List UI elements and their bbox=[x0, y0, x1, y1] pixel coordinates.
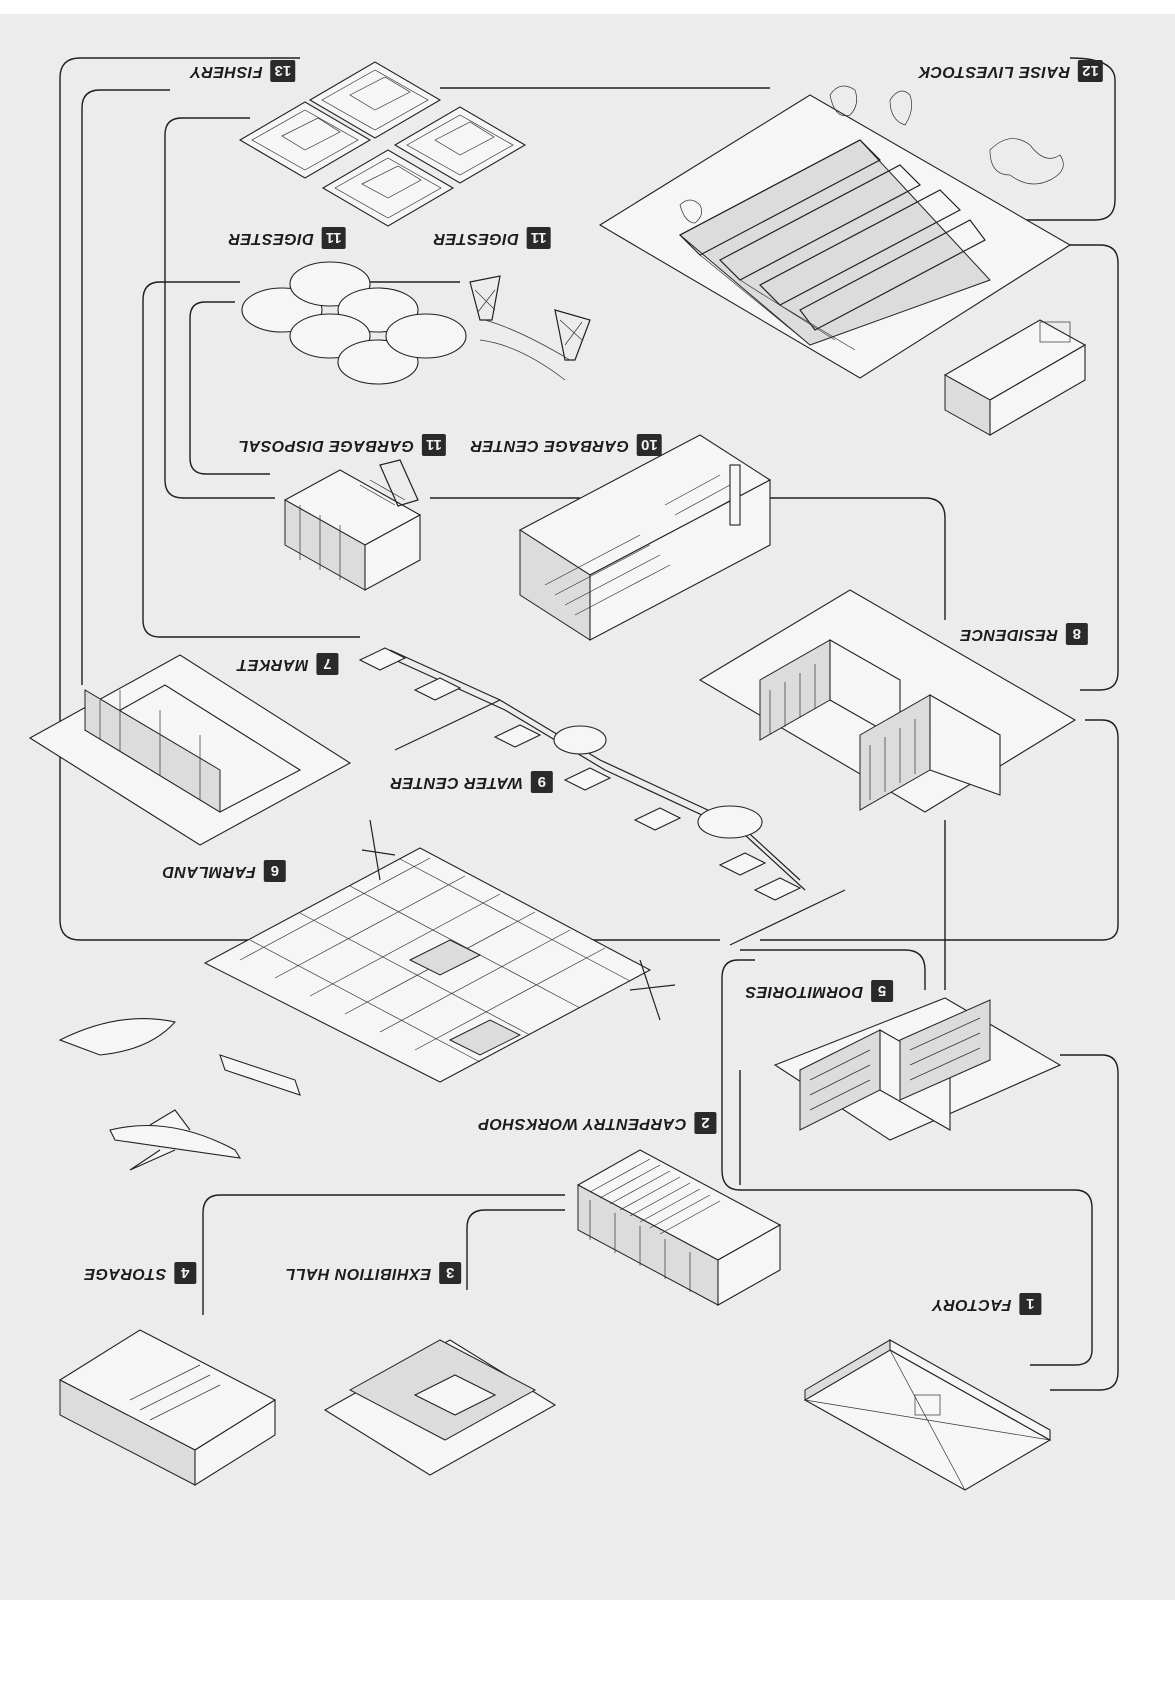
connector-workshop-storage bbox=[203, 1195, 565, 1315]
label-garbage-disposal-text: GARBAGE DISPOSAL bbox=[238, 436, 414, 454]
label-farmland-number: 6 bbox=[264, 860, 286, 882]
label-residence-text: RESIDENCE bbox=[960, 625, 1058, 643]
label-exhibition-text: EXHIBITION HALL bbox=[285, 1264, 431, 1282]
digester-towers bbox=[470, 276, 590, 380]
label-dormitories-number: 5 bbox=[871, 980, 893, 1002]
label-livestock-text: RAISE LIVESTOCK bbox=[918, 62, 1070, 80]
label-dormitories: 5 DORMITORIES bbox=[745, 980, 893, 1002]
label-farmland: 6 FARMLAND bbox=[162, 860, 286, 882]
label-market: 7 MARKET bbox=[237, 653, 338, 675]
cow-figure bbox=[990, 139, 1063, 184]
factory-building bbox=[805, 1340, 1050, 1490]
fishery-ponds bbox=[240, 62, 525, 226]
label-digester-right-text: DIGESTER bbox=[433, 229, 519, 247]
farmland-building bbox=[30, 655, 350, 845]
label-fishery: 13 FISHERY bbox=[190, 60, 295, 82]
connector-livestock-right bbox=[1005, 58, 1115, 220]
label-carpentry-number: 2 bbox=[694, 1112, 716, 1134]
connector-dorm-factory-2 bbox=[1050, 1055, 1118, 1390]
label-digester-left-number: 11 bbox=[322, 227, 346, 249]
label-storage-text: STORAGE bbox=[84, 1264, 166, 1282]
transport-models bbox=[60, 1019, 300, 1170]
exhibition-hall-building bbox=[325, 1340, 555, 1475]
carpentry-workshop-building bbox=[578, 1150, 780, 1305]
garbage-disposal-machine bbox=[285, 460, 420, 590]
label-fishery-text: FISHERY bbox=[190, 62, 263, 80]
storage-building bbox=[60, 1330, 275, 1485]
truck-model bbox=[945, 320, 1085, 435]
label-water-center: 9 WATER CENTER bbox=[390, 771, 553, 793]
garbage-center-building bbox=[520, 435, 770, 640]
label-garbage-disposal-number: 11 bbox=[422, 434, 446, 456]
digester-tanks bbox=[242, 262, 466, 384]
label-factory: 1 FACTORY bbox=[932, 1293, 1041, 1315]
label-garbage-center-text: GARBAGE CENTER bbox=[470, 436, 629, 454]
label-digester-left: 11 DIGESTER bbox=[228, 227, 346, 249]
dormitory-building bbox=[775, 998, 1060, 1140]
label-garbage-disposal: 11 GARBAGE DISPOSAL bbox=[238, 434, 446, 456]
label-factory-number: 1 bbox=[1019, 1293, 1041, 1315]
connector-fishery-farmland bbox=[82, 90, 170, 685]
label-dormitories-text: DORMITORIES bbox=[745, 982, 863, 1000]
label-storage-number: 4 bbox=[174, 1262, 196, 1284]
label-carpentry-text: CARPENTRY WORKSHOP bbox=[478, 1114, 686, 1132]
label-livestock-number: 12 bbox=[1078, 60, 1103, 82]
livestock-platform bbox=[600, 86, 1070, 378]
airplane-model bbox=[110, 1110, 240, 1170]
label-residence-number: 8 bbox=[1066, 623, 1088, 645]
label-factory-text: FACTORY bbox=[932, 1295, 1011, 1313]
label-digester-right-number: 11 bbox=[527, 227, 551, 249]
label-water-center-number: 9 bbox=[531, 771, 553, 793]
connector-workshop-exhibition bbox=[467, 1210, 565, 1290]
label-digester-right: 11 DIGESTER bbox=[433, 227, 551, 249]
label-market-text: MARKET bbox=[237, 655, 308, 673]
label-residence: 8 RESIDENCE bbox=[960, 623, 1088, 645]
boat-model bbox=[60, 1019, 175, 1055]
train-model bbox=[220, 1055, 300, 1095]
label-farmland-text: FARMLAND bbox=[162, 862, 256, 880]
label-carpentry: 2 CARPENTRY WORKSHOP bbox=[478, 1112, 716, 1134]
label-fishery-number: 13 bbox=[271, 60, 296, 82]
label-garbage-center: 10 GARBAGE CENTER bbox=[470, 434, 662, 456]
label-exhibition-number: 3 bbox=[439, 1262, 461, 1284]
label-exhibition: 3 EXHIBITION HALL bbox=[285, 1262, 461, 1284]
label-storage: 4 STORAGE bbox=[84, 1262, 196, 1284]
label-livestock: 12 RAISE LIVESTOCK bbox=[918, 60, 1103, 82]
label-garbage-center-number: 10 bbox=[637, 434, 662, 456]
label-water-center-text: WATER CENTER bbox=[390, 773, 523, 791]
label-digester-left-text: DIGESTER bbox=[228, 229, 314, 247]
label-market-number: 7 bbox=[316, 653, 338, 675]
